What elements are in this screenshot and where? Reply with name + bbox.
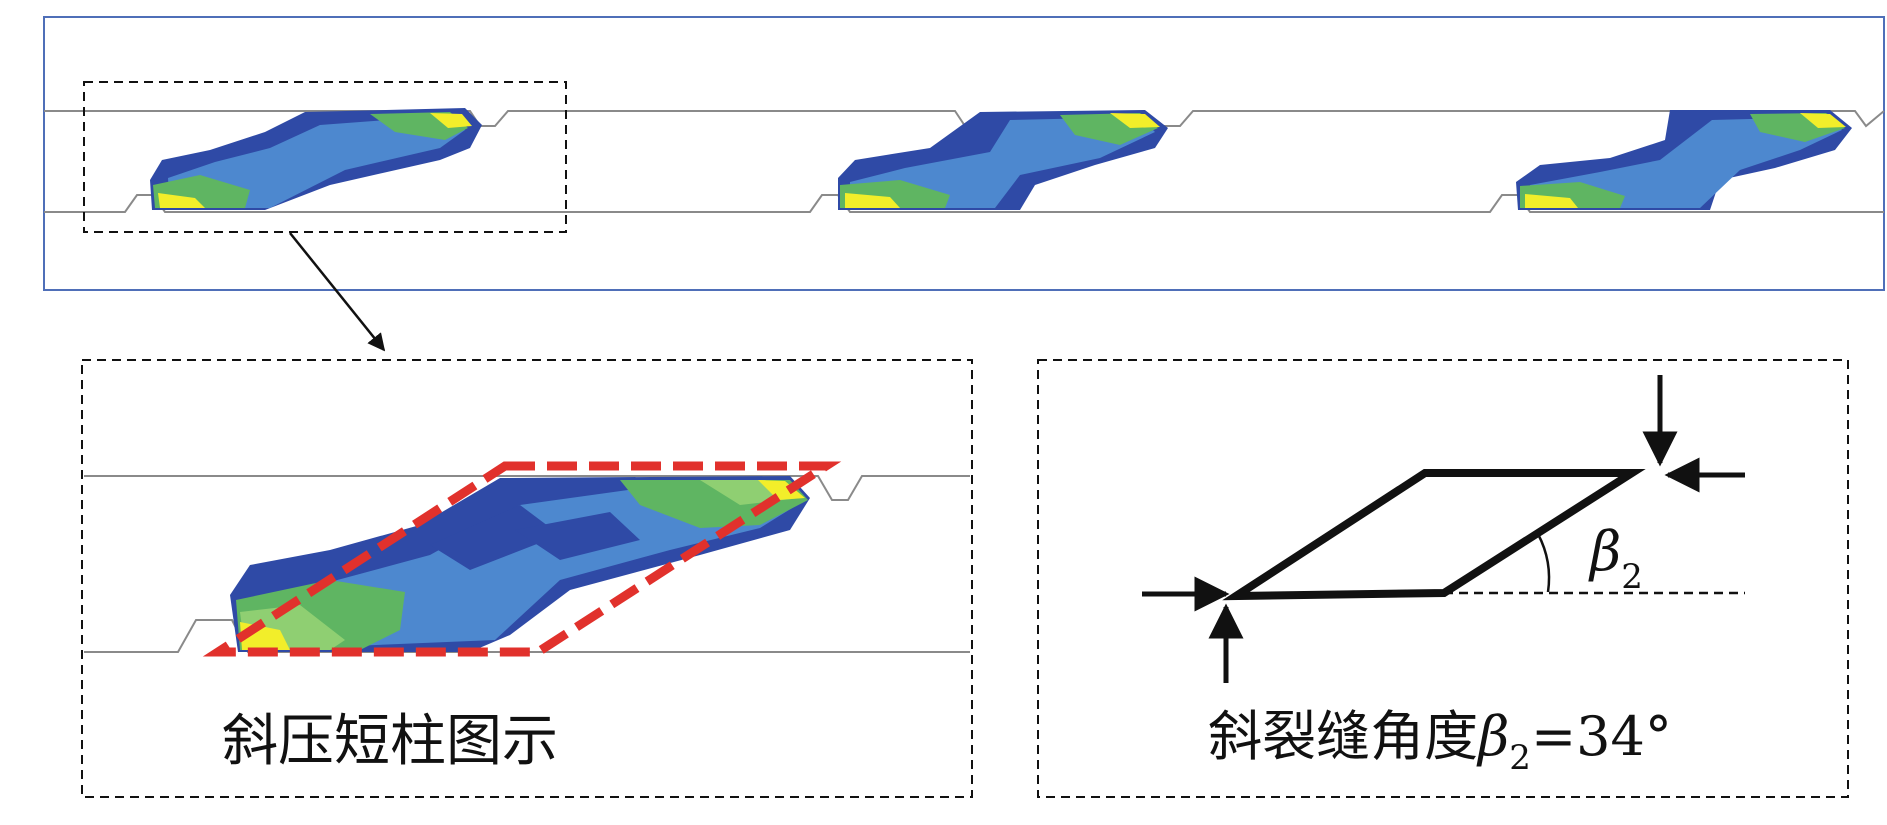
zoom-arrow bbox=[289, 232, 386, 352]
angle-subscript: 2 bbox=[1621, 557, 1643, 597]
lower-boundary-line bbox=[44, 194, 1884, 213]
contour-region-yellow bbox=[158, 193, 205, 208]
contour-region-yellow bbox=[758, 480, 805, 500]
strut-contour-3 bbox=[1516, 110, 1852, 210]
right-caption-value: =34° bbox=[1531, 705, 1672, 768]
contour-region-mid bbox=[850, 117, 1155, 208]
left-caption: 斜压短柱图示 bbox=[222, 709, 558, 774]
angle-label: β2 bbox=[1588, 520, 1643, 597]
detail-upper-boundary bbox=[84, 475, 970, 501]
right-caption-subscript: 2 bbox=[1509, 738, 1531, 778]
contour-region-yellow bbox=[1525, 194, 1578, 208]
parallelogram-strut bbox=[1222, 469, 1646, 601]
contour-region-dark bbox=[430, 505, 560, 570]
angle-arc bbox=[1536, 533, 1551, 593]
right-caption: 斜裂缝角度β2=34° bbox=[1208, 705, 1672, 778]
contour-region-mid bbox=[168, 115, 465, 208]
angle-symbol: β bbox=[1588, 520, 1621, 583]
contour-region-yellow bbox=[430, 113, 472, 128]
right-schematic-panel: β2 斜裂缝角度β2=34° bbox=[1037, 359, 1849, 798]
contour-region-yellow bbox=[845, 193, 900, 208]
top-panel bbox=[43, 16, 1885, 291]
contour-region-dark bbox=[515, 512, 640, 560]
red-dashed-strut-outline bbox=[202, 461, 842, 657]
contour-region-yellow bbox=[1110, 113, 1160, 128]
contour-region-yellow bbox=[1800, 113, 1846, 128]
strut-contour-1 bbox=[150, 108, 482, 210]
right-schematic-frame bbox=[1037, 359, 1849, 798]
right-caption-symbol: β bbox=[1476, 705, 1509, 768]
left-detail-panel: 斜压短柱图示 bbox=[81, 359, 973, 798]
contour-region-mid bbox=[1530, 117, 1842, 208]
zoom-selection-box bbox=[83, 81, 567, 233]
strut-contour-2 bbox=[838, 110, 1168, 210]
detail-strut-contour bbox=[230, 476, 810, 652]
right-caption-prefix: 斜裂缝角度 bbox=[1208, 705, 1478, 768]
